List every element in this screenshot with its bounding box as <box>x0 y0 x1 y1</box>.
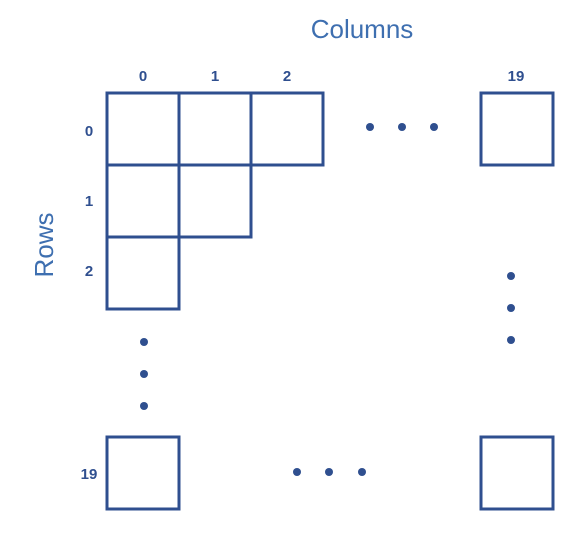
cell-19-0 <box>105 435 181 511</box>
ellipsis-dot <box>507 272 515 280</box>
row-label-2: 2 <box>85 263 93 280</box>
cell-0-19 <box>479 91 555 167</box>
column-label-2: 2 <box>283 68 291 85</box>
row-label-1: 1 <box>85 193 93 210</box>
column-label-1: 1 <box>211 68 219 85</box>
row-label-19: 19 <box>81 466 98 483</box>
rows-title: Rows <box>29 212 59 277</box>
ellipsis-dot <box>293 468 301 476</box>
ellipsis-dot <box>507 336 515 344</box>
cell-19-19 <box>479 435 555 511</box>
ellipsis-dot <box>507 304 515 312</box>
cell-2-0 <box>105 235 181 311</box>
ellipsis-dot <box>358 468 366 476</box>
ellipsis-dot <box>398 123 406 131</box>
ellipsis-dot <box>430 123 438 131</box>
ellipsis-dot <box>140 402 148 410</box>
column-label-19: 19 <box>508 68 525 85</box>
cell-0-2 <box>249 91 325 167</box>
column-label-0: 0 <box>139 68 147 85</box>
ellipsis-dot <box>140 338 148 346</box>
ellipsis-dot <box>140 370 148 378</box>
cell-1-1 <box>177 163 253 239</box>
columns-title: Columns <box>311 14 414 44</box>
cell-1-0 <box>105 163 181 239</box>
cell-0-1 <box>177 91 253 167</box>
ellipsis-dot <box>325 468 333 476</box>
row-label-0: 0 <box>85 123 93 140</box>
ellipsis-dot <box>366 123 374 131</box>
cell-0-0 <box>105 91 181 167</box>
